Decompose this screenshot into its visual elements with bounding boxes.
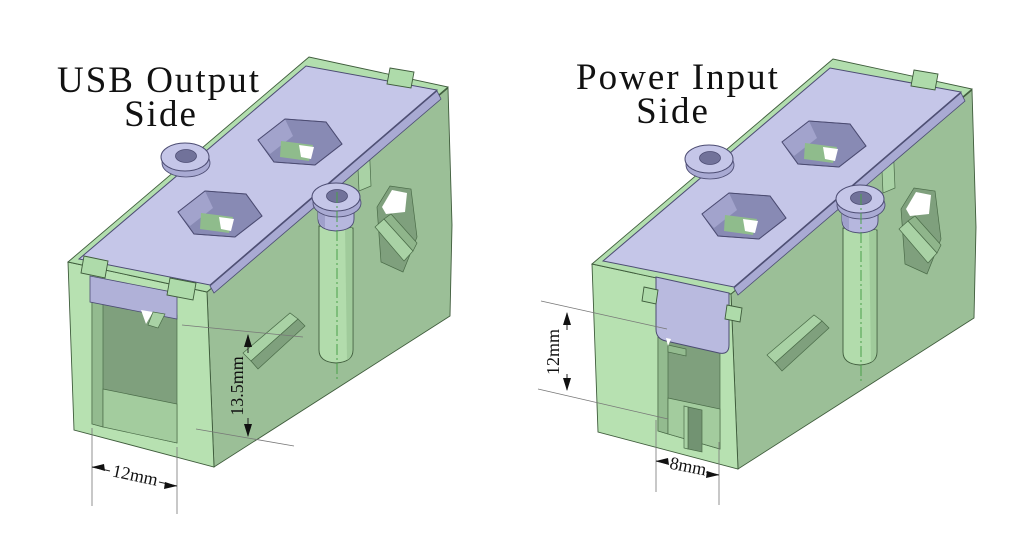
panel-usb-output: USB Output Side 13.5mm [57, 57, 452, 514]
lid-notch-right-2 [724, 304, 743, 323]
lid-front-tab [655, 276, 730, 354]
dimension-label-12mm-right: 12mm [543, 329, 563, 375]
lid-notch-left [80, 255, 109, 279]
usb-opening [89, 275, 178, 444]
dimension-opening-height-left: 13.5mm [181, 324, 304, 447]
lid-notch-left-2 [641, 286, 659, 305]
lid-notch-right [166, 277, 197, 301]
panel-power-input: Power Input Side [537, 57, 976, 505]
panel-title-usb-line1: USB Output [57, 60, 261, 101]
power-opening [641, 276, 743, 453]
panel-title-usb-line2: Side [124, 94, 198, 135]
panel-title-power-line2: Side [636, 91, 710, 132]
dimension-opening-height-right: 12mm [537, 300, 669, 420]
panel-title-power-line1: Power Input [576, 57, 780, 98]
dimension-label-13-5mm: 13.5mm [227, 356, 247, 416]
dimension-label-12mm-left: 12mm [111, 461, 160, 490]
lid-flange [89, 275, 178, 320]
